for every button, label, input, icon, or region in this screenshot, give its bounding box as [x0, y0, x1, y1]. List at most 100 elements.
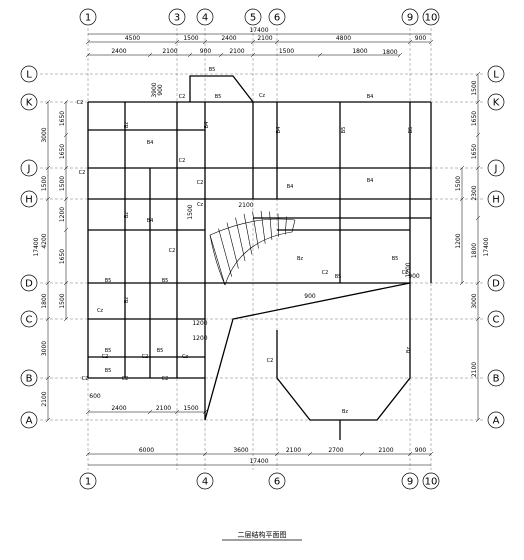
column-mark-0: C2	[77, 100, 84, 106]
row-bubble-left-L: L	[20, 65, 38, 83]
dim-right-outer-tick-0	[475, 71, 481, 77]
dim-bottom-row2-tick-0	[85, 451, 91, 457]
stair-left-edge	[209, 234, 226, 286]
row-bubble-left-A: A	[20, 411, 38, 429]
row-bubble-right-L-circle	[487, 65, 505, 83]
dim-right-outer-tick-1	[475, 99, 481, 105]
dim-misc-6: 900	[304, 293, 316, 300]
column-bubble-top-3-label: 3	[174, 13, 180, 24]
dim-left-outer-tick-2	[45, 196, 51, 202]
column-mark-5: C2	[197, 180, 204, 186]
column-bubble-top-4-label: 4	[202, 13, 208, 24]
dim-left-outer-label-1: 1500	[41, 176, 48, 191]
dim-top-row1-label-3: 2100	[257, 35, 272, 42]
dim-misc-2: 600	[89, 393, 101, 400]
dim-bottom-row1-label-2: 1500	[183, 405, 198, 412]
column-mark-6: C2	[169, 248, 176, 254]
dim-top-row1-tick-1	[174, 39, 180, 45]
dim-top-row2-label-3: 2100	[229, 48, 244, 55]
dim-left-inner-tick-5	[63, 280, 69, 286]
dim-left-outer-tick-6	[45, 417, 51, 423]
dim-left-outer-tick-5	[45, 375, 51, 381]
row-bubble-left-H-label: H	[25, 195, 33, 206]
stair-tread-2	[226, 222, 239, 269]
column-mark-3: C2	[179, 158, 186, 164]
dim-left-outer-label-5: 2100	[41, 391, 48, 406]
beam-label-8: B4	[287, 184, 294, 190]
dim-misc-8: 1500	[187, 204, 194, 219]
dim-left-outer-tick-3	[45, 280, 51, 286]
row-bubble-left-A-circle	[20, 411, 38, 429]
column-bubble-top-1-circle	[79, 8, 97, 26]
column-bubble-top-10-circle	[422, 8, 440, 26]
dim-bottom-row2-label-4: 2100	[378, 447, 393, 454]
column-bubble-bottom-1: 1	[79, 472, 97, 490]
dim-right-outer-tick-6	[475, 316, 481, 322]
dim-bottom-row1-label-0: 2400	[111, 405, 126, 412]
dim-top-row1-label-1: 1500	[183, 35, 198, 42]
column-bubble-bottom-1-circle	[79, 472, 97, 490]
dim-top-row2-label-0: 2400	[111, 48, 126, 55]
dim-misc-1: 3900	[151, 82, 158, 97]
column-bubble-top-10-label: 10	[425, 13, 438, 24]
row-bubble-right-C-label: C	[493, 315, 500, 326]
dim-top-row1-tick-4	[274, 39, 280, 45]
dim-bottom-row2-tick-4	[359, 451, 365, 457]
stair-tread-1	[218, 228, 232, 277]
dim-right-outer-tick-5	[475, 280, 481, 286]
dim-bottom-row2-tick-1	[202, 451, 208, 457]
beam-label-4: B4	[147, 218, 154, 224]
beam-label-19: B4	[276, 127, 282, 134]
beam-label-7: B5	[335, 274, 342, 280]
dim-top-row2-tick-1	[147, 52, 153, 58]
row-bubble-left-C-circle	[20, 310, 38, 328]
dim-top-row2-label-5: 1800	[352, 48, 367, 55]
beam-label-20: B5	[341, 127, 347, 134]
dim-right-outer-label-4: 1800	[471, 243, 478, 258]
dim-right-inner-tick-2	[459, 280, 465, 286]
row-bubble-left-J: J	[20, 159, 38, 177]
column-bubble-top-10: 10	[422, 8, 440, 26]
row-bubble-right-L: L	[487, 65, 505, 83]
column-bubble-top-3: 3	[168, 8, 186, 26]
dim-top-row1-tick-0	[85, 39, 91, 45]
beam-top-extension	[189, 75, 254, 103]
stair-outer-arc	[209, 218, 296, 236]
beam-label-1: B5	[215, 94, 222, 100]
dim-bottom-total: 17400	[249, 458, 268, 465]
dim-left-inner-tick-6	[63, 316, 69, 322]
beam-label-17: Bz	[124, 297, 130, 303]
row-bubble-right-J-circle	[487, 159, 505, 177]
dim-right-outer-label-6: 2100	[471, 362, 478, 377]
row-bubble-right-J: J	[487, 159, 505, 177]
drawing-title-group: 二层结构平面图	[222, 530, 302, 541]
column-mark-15: C2	[162, 376, 169, 382]
dim-right-outer-tick-4	[475, 215, 481, 221]
row-bubble-left-K-circle	[20, 93, 38, 111]
stair-tread-8	[277, 213, 279, 237]
beam-label-6: B5	[162, 278, 169, 284]
beam-label-13: Bz	[342, 409, 348, 415]
dim-left-inner-label-3: 1200	[59, 207, 66, 222]
column-mark-8: C2	[322, 270, 329, 276]
beam-label-23: B5	[392, 256, 399, 262]
column-bubble-top-9-label: 9	[407, 13, 413, 24]
column-bubble-top-6-circle	[268, 8, 286, 26]
dim-right-outer-tick-3	[475, 165, 481, 171]
dim-right-inner-tick-0	[459, 165, 465, 171]
column-bubble-top-5-label: 5	[250, 13, 256, 24]
dim-bottom-row1-tick-1	[147, 409, 153, 415]
beam-lines	[87, 75, 432, 440]
beam-label-16: Bz	[124, 212, 130, 218]
row-bubble-left-D: D	[20, 274, 38, 292]
column-bubble-bottom-9-label: 9	[407, 477, 413, 488]
column-bubble-bottom-10: 10	[422, 472, 440, 490]
dim-left-inner-tick-1	[63, 132, 69, 138]
dim-top-row1-label-5: 900	[415, 35, 427, 42]
dim-bottom-row1-tick-2	[174, 409, 180, 415]
beam-label-2: B4	[367, 94, 374, 100]
dim-right-inner-label-0: 1500	[455, 176, 462, 191]
column-mark-17: Cz	[197, 202, 203, 208]
column-mark-13: C2	[82, 376, 89, 382]
beam-label-11: B5	[157, 348, 164, 354]
